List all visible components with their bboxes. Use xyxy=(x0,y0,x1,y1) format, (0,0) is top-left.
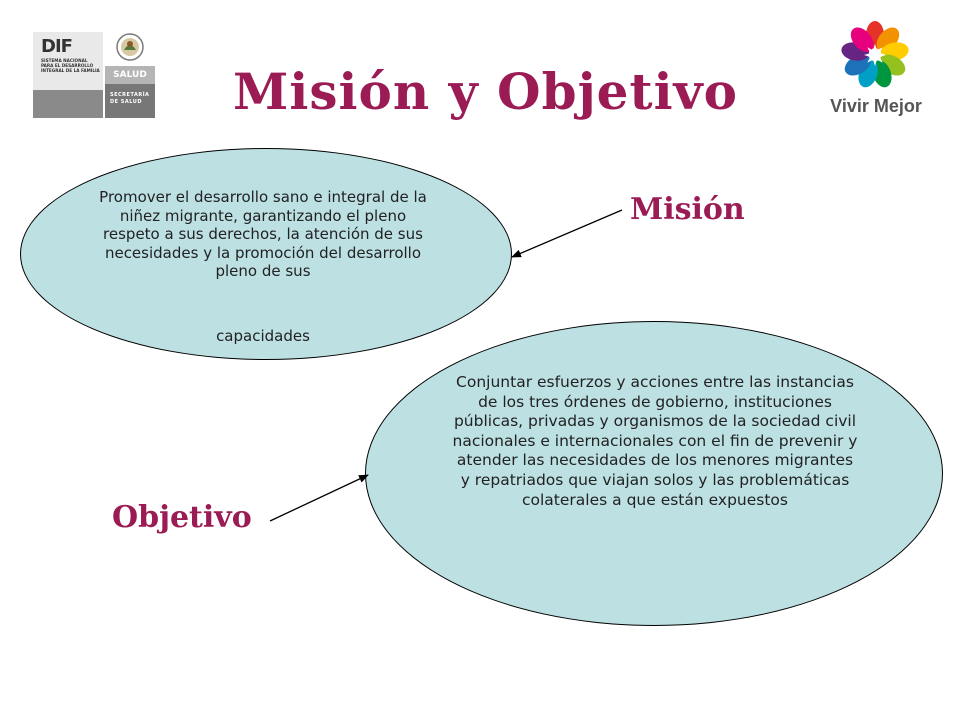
objetivo-arrow xyxy=(269,474,369,522)
dif-gray-band xyxy=(33,90,103,118)
flower-icon xyxy=(841,21,909,88)
mision-text: Promover el desarrollo sano e integral d… xyxy=(99,188,427,280)
objetivo-label: Objetivo xyxy=(112,500,252,535)
dif-mark: DIF xyxy=(41,36,73,57)
dif-logo: DIF SISTEMA NACIONAL PARA EL DESARROLLO … xyxy=(33,32,103,118)
dif-salud-logo: DIF SISTEMA NACIONAL PARA EL DESARROLLO … xyxy=(33,32,155,118)
dif-name: SISTEMA NACIONAL PARA EL DESARROLLO INTE… xyxy=(41,58,100,74)
salud-band: SALUD xyxy=(105,66,155,84)
objetivo-text: Conjuntar esfuerzos y acciones entre las… xyxy=(452,373,858,509)
vivir-mejor-text: Vivir Mejor xyxy=(830,96,922,116)
objetivo-ellipse xyxy=(365,321,943,626)
page-title: Misión y Objetivo xyxy=(233,62,738,121)
salud-logo: SALUD SECRETARÍA DE SALUD xyxy=(105,32,155,118)
mision-ellipse xyxy=(20,148,512,360)
vivir-mejor-logo: Vivir Mejor xyxy=(820,20,932,124)
mision-text-last: capacidades xyxy=(216,327,310,345)
mision-label: Misión xyxy=(630,192,745,227)
secretaria-salud-text: SECRETARÍA DE SALUD xyxy=(105,84,155,118)
mexican-seal-icon xyxy=(116,33,144,61)
mision-arrow xyxy=(511,209,623,258)
